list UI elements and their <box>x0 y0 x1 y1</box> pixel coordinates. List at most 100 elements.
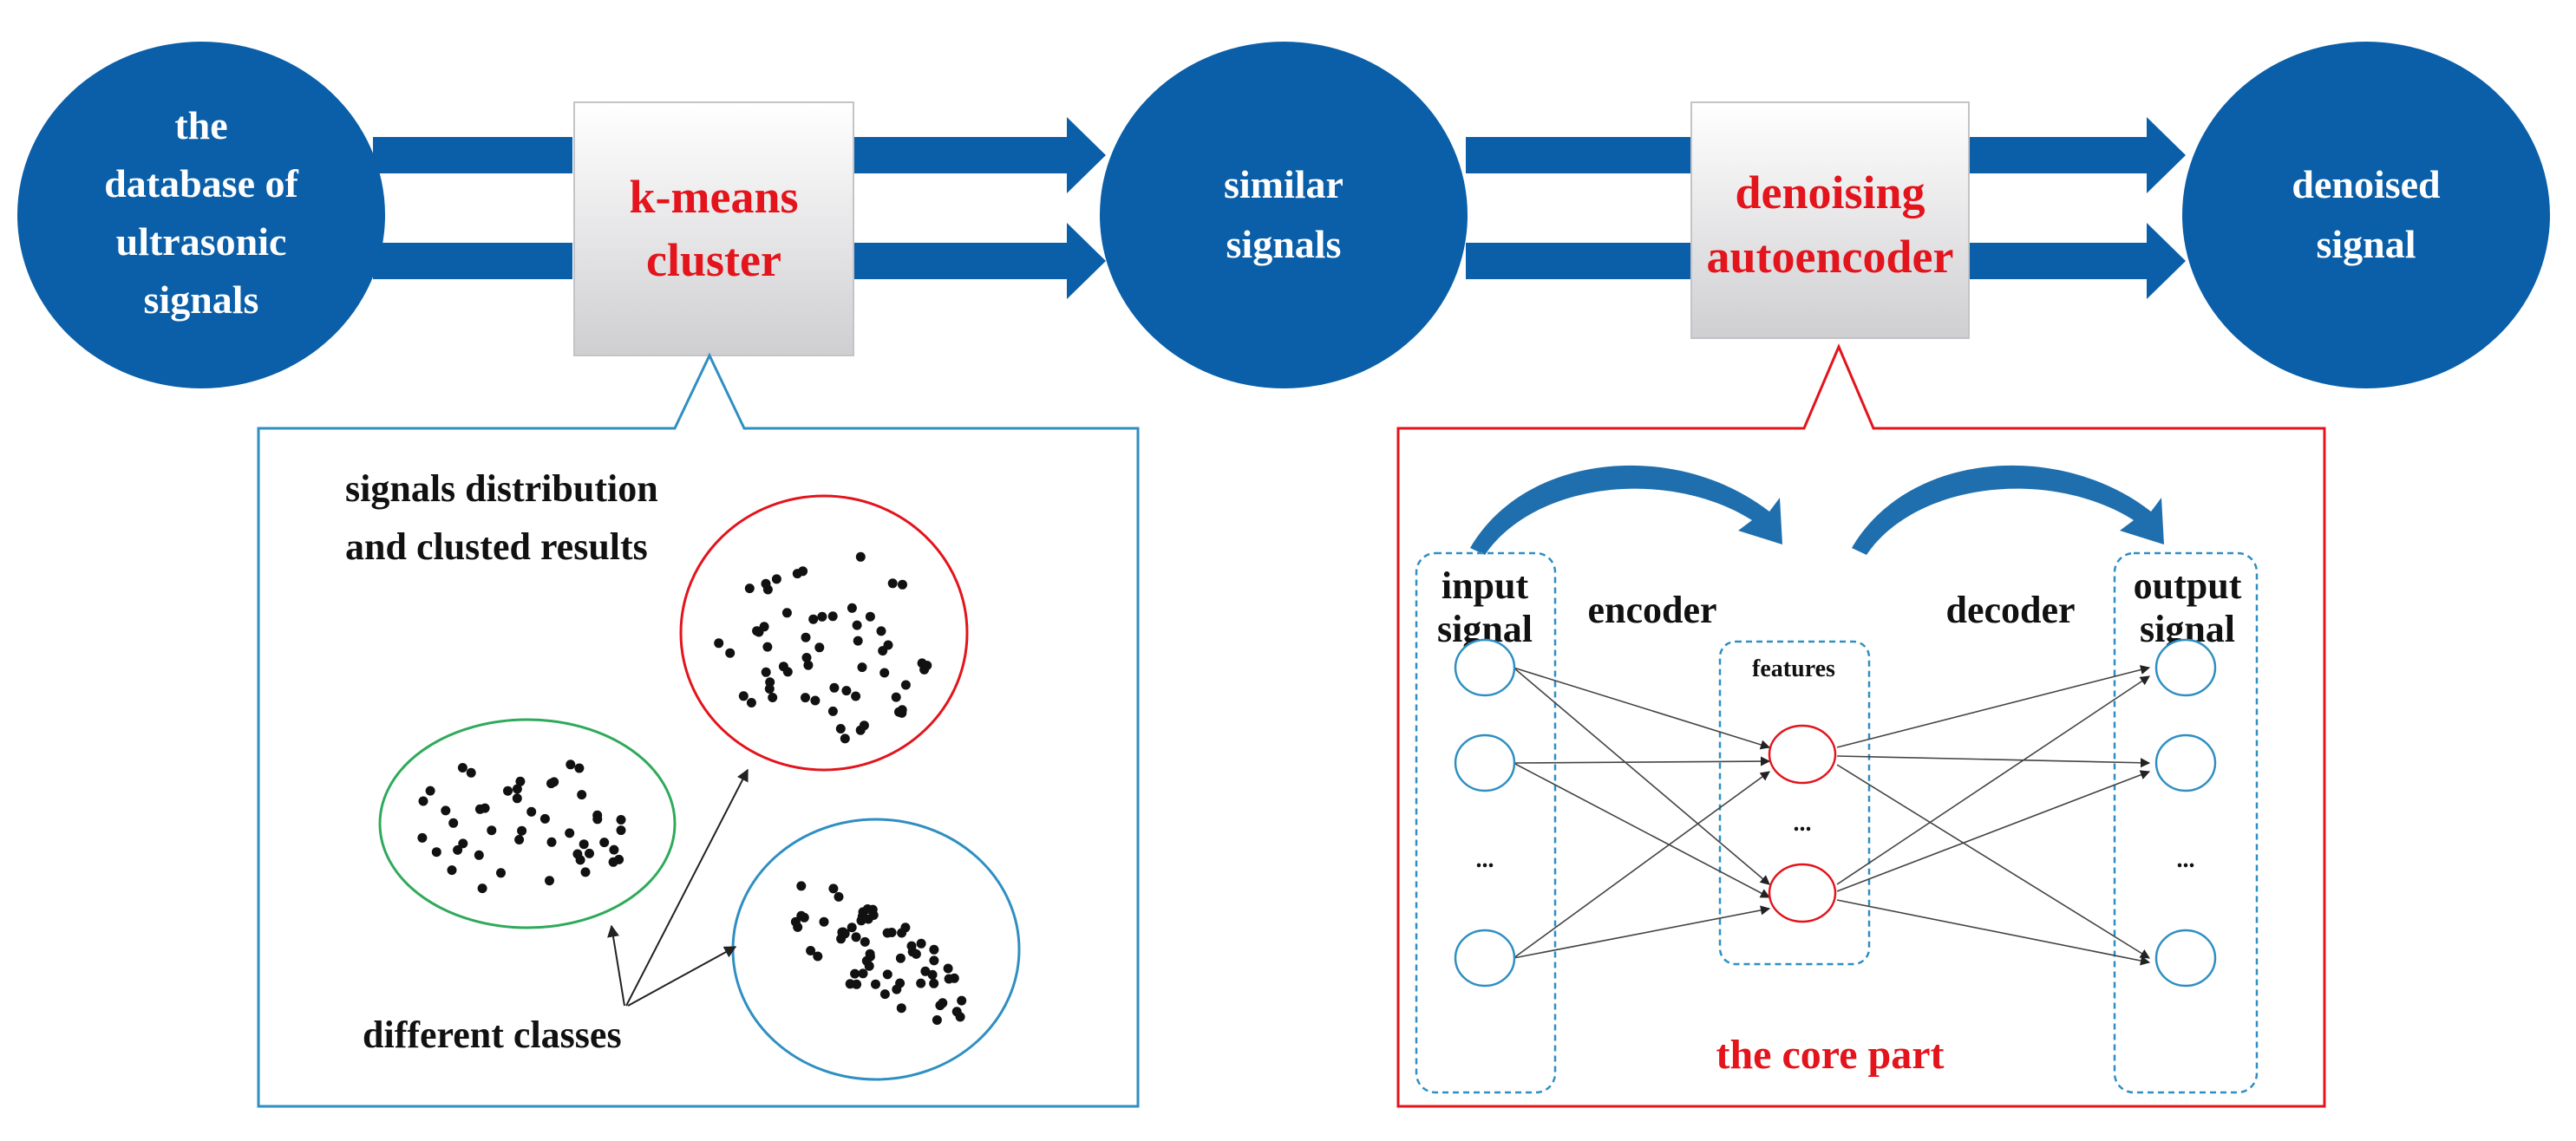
arrow-kmeans-to-similar-top <box>854 117 1106 193</box>
scatter-point <box>810 695 821 706</box>
input-neuron <box>1454 638 1516 697</box>
scatter-point <box>580 867 591 877</box>
decoder-label: decoder <box>1945 589 2075 631</box>
arrow-dae-to-output-top <box>1969 117 2186 193</box>
scatter-point <box>752 626 762 636</box>
dae-box: denoising autoencoder <box>1690 101 1970 339</box>
input-neuron <box>1454 929 1516 988</box>
scatter-point <box>840 929 850 939</box>
scatter-point <box>480 803 490 813</box>
feature-neuron <box>1768 863 1837 923</box>
scatter-point <box>477 883 487 894</box>
scatter-point <box>806 946 816 955</box>
scatter-point <box>725 648 736 658</box>
scatter-point <box>929 978 939 988</box>
encoder-label: encoder <box>1587 589 1716 631</box>
feature-neuron <box>1768 724 1837 785</box>
scatter-point <box>891 692 901 702</box>
scatter-point <box>431 847 441 857</box>
database-label-line2: database of <box>104 161 298 205</box>
scatter-point <box>887 578 898 589</box>
input-neurons <box>1454 638 1516 988</box>
scatter-point <box>796 910 807 921</box>
scatter-point <box>920 966 931 976</box>
connection <box>1836 770 2151 892</box>
scatter-point <box>819 916 829 927</box>
scatter-point <box>761 667 771 677</box>
scatter-point <box>744 584 755 594</box>
scatter-point <box>616 825 626 836</box>
different-classes-label: different classes <box>363 1014 622 1056</box>
scatter-point <box>418 796 428 806</box>
scatter-point <box>851 932 861 942</box>
class-pointer-arrows <box>607 768 749 1007</box>
database-label-line4: signals <box>144 277 259 322</box>
scatter-point <box>850 968 860 979</box>
kmeans-panel-title-line2: and clusted results <box>345 525 648 568</box>
database-node: the database of ultrasonic signals <box>17 42 385 388</box>
scatter-point <box>512 793 522 804</box>
database-label-line3: ultrasonic <box>116 219 287 264</box>
scatter-point <box>817 611 827 622</box>
scatter-point <box>796 881 807 891</box>
scatter-point <box>793 922 803 932</box>
similar-label-line1: similar <box>1224 162 1344 206</box>
scatter-point <box>574 763 585 773</box>
scatter-point <box>474 850 484 860</box>
decoder-curved-arrow <box>1852 465 2164 555</box>
scatter-point <box>852 620 862 630</box>
scatter-point <box>514 835 525 844</box>
pipeline-arrows <box>373 117 2186 299</box>
kmeans-detail-panel: signals distribution and clusted results… <box>257 352 1140 1108</box>
network-connections <box>1513 665 2151 966</box>
scatter-point <box>746 698 756 707</box>
output-layer-frame <box>2113 551 2259 1094</box>
scatter-point <box>496 868 506 878</box>
scatter-point <box>900 680 911 690</box>
arrow-similar-to-dae-bottom <box>1466 243 1691 279</box>
input-label-line1: input <box>1442 564 1529 607</box>
cluster-green <box>378 718 677 929</box>
scatter-point <box>868 910 879 920</box>
scatter-point <box>834 891 844 902</box>
scatter-point <box>857 662 867 673</box>
scatter-point <box>862 904 873 914</box>
dae-label-line2: autoencoder <box>1707 231 1954 283</box>
input-neuron <box>1454 734 1516 792</box>
scatter-point <box>572 849 583 859</box>
scatter-point <box>512 784 522 794</box>
pointer-to-green <box>607 924 625 1007</box>
scatter-point <box>801 653 812 662</box>
scatter-point <box>801 632 811 642</box>
scatter-point <box>829 682 840 693</box>
scatter-point <box>898 579 907 590</box>
scatter-point <box>487 825 497 836</box>
scatter-point <box>609 844 619 855</box>
scatter-point <box>922 661 932 670</box>
scatter-point <box>417 832 428 843</box>
scatter-point <box>879 668 890 678</box>
arrow-kmeans-to-similar-bottom <box>854 223 1106 299</box>
database-label-line1: the <box>174 103 227 147</box>
scatter-point <box>546 779 556 789</box>
output-label-line1: output <box>2134 564 2242 607</box>
scatter-point <box>876 626 886 636</box>
scatter-point <box>944 974 954 984</box>
scatter-point <box>599 838 610 848</box>
cluster-red-points <box>714 551 932 744</box>
scatter-point <box>517 825 527 836</box>
scatter-point <box>466 767 476 778</box>
connection <box>1513 667 1770 885</box>
scatter-point <box>871 979 880 989</box>
scatter-point <box>565 828 575 838</box>
scatter-point <box>441 805 451 816</box>
scatter-point <box>935 1001 945 1011</box>
scatter-point <box>762 642 773 652</box>
scatter-point <box>916 978 926 988</box>
denoised-signal-node: denoised signal <box>2182 42 2550 388</box>
connection <box>1836 899 2151 966</box>
scatter-point <box>957 995 967 1006</box>
scatter-point <box>714 638 724 649</box>
scatter-point <box>771 574 781 584</box>
